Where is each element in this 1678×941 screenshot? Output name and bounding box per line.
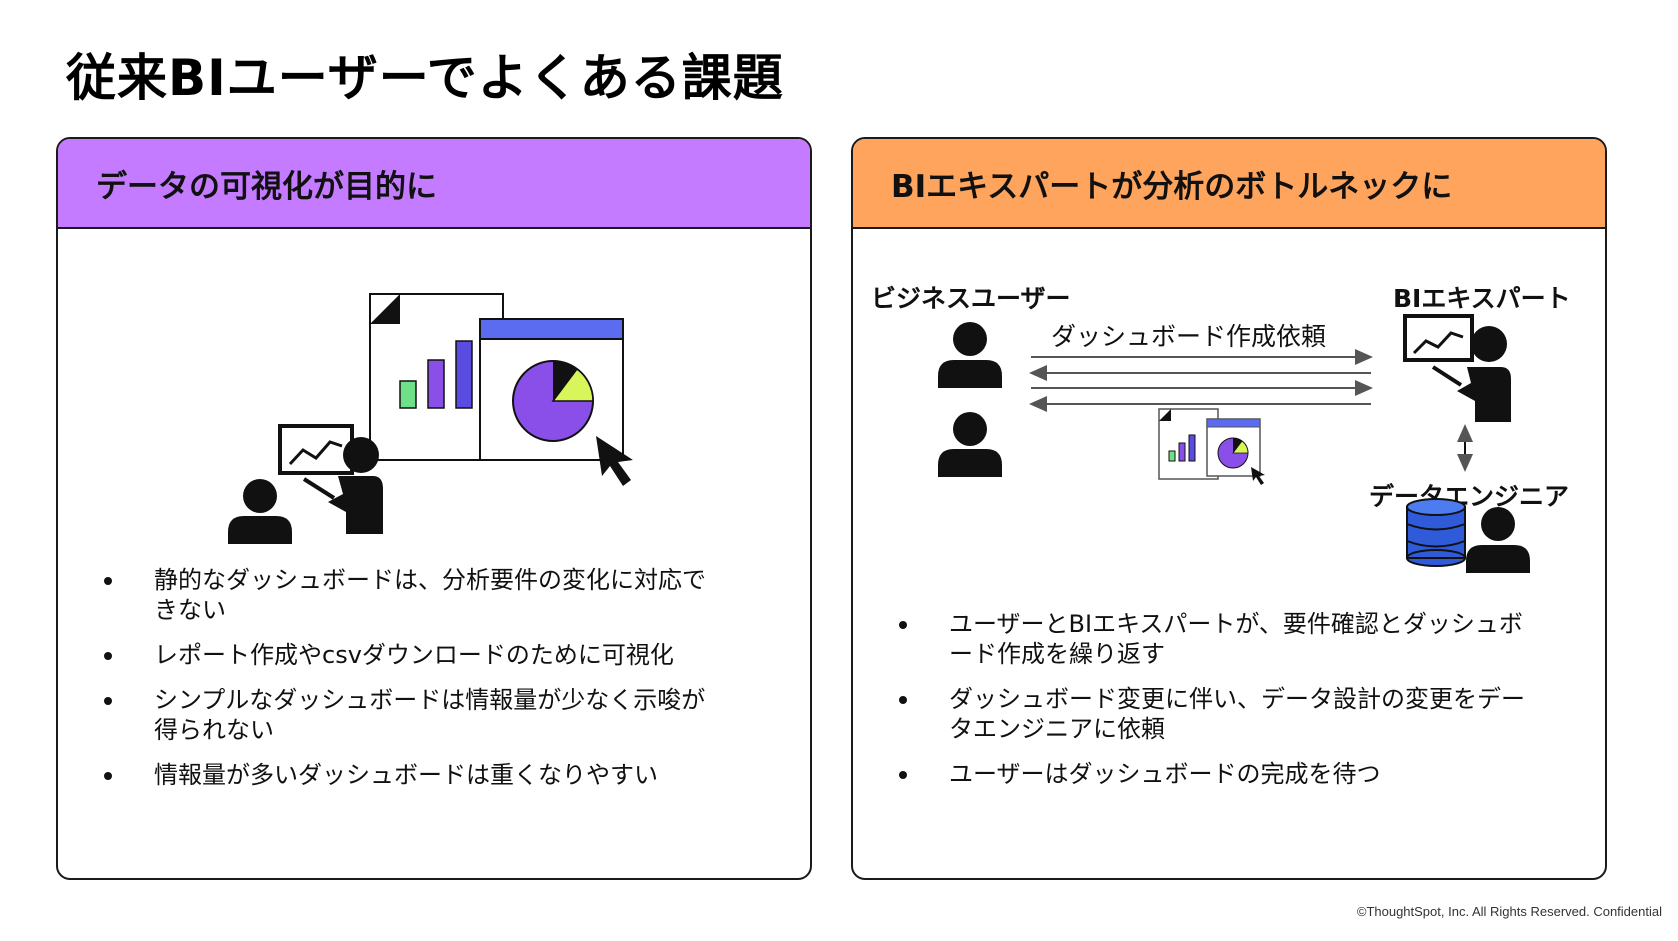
list-item: ダッシュボード変更に伴い、データ設計の変更をデータエンジニアに依頼 bbox=[897, 684, 1537, 744]
left-bullet-list: 静的なダッシュボードは、分析要件の変化に対応できない レポート作成やcsvダウン… bbox=[102, 565, 722, 805]
document-icon bbox=[369, 293, 504, 461]
right-panel-body: ビジネスユーザー ダッシュボード作成依頼 BIエキスパート データエンジニア bbox=[853, 229, 1605, 878]
presenter-icon bbox=[1403, 314, 1511, 422]
business-users-label: ビジネスユーザー bbox=[871, 284, 1071, 313]
cursor-icon bbox=[596, 436, 633, 486]
bi-expert-label: BIエキスパート bbox=[1393, 284, 1571, 313]
visualization-illustration bbox=[228, 293, 633, 544]
left-panel: データの可視化が目的に bbox=[56, 137, 812, 880]
left-panel-body: 静的なダッシュボードは、分析要件の変化に対応できない レポート作成やcsvダウン… bbox=[58, 229, 810, 878]
database-icon bbox=[1406, 498, 1466, 567]
dashboard-window-icon bbox=[479, 318, 633, 486]
cursor-icon bbox=[1251, 467, 1265, 485]
list-item: 静的なダッシュボードは、分析要件の変化に対応できない bbox=[102, 565, 722, 625]
right-panel-header: BIエキスパートが分析のボトルネックに bbox=[853, 139, 1605, 229]
right-panel: BIエキスパートが分析のボトルネックに ビジネスユーザー ダッシュボード作成依頼… bbox=[851, 137, 1607, 880]
workflow-diagram bbox=[938, 314, 1530, 573]
copyright-footer: ©ThoughtSpot, Inc. All Rights Reserved. … bbox=[1356, 904, 1662, 919]
list-item: レポート作成やcsvダウンロードのために可視化 bbox=[102, 640, 722, 670]
person-icon bbox=[228, 479, 292, 544]
dashboard-window-icon bbox=[1158, 408, 1265, 485]
pie-chart-icon bbox=[512, 360, 594, 442]
presenter-icon bbox=[278, 424, 383, 534]
list-item: シンプルなダッシュボードは情報量が少なく示唆が得られない bbox=[102, 685, 722, 745]
list-item: ユーザーはダッシュボードの完成を待つ bbox=[897, 759, 1537, 789]
right-bullet-list: ユーザーとBIエキスパートが、要件確認とダッシュボード作成を繰り返す ダッシュボ… bbox=[897, 609, 1537, 804]
person-icon bbox=[938, 322, 1002, 388]
data-engineer-label: データエンジニア bbox=[1369, 482, 1570, 511]
list-item: ユーザーとBIエキスパートが、要件確認とダッシュボード作成を繰り返す bbox=[897, 609, 1537, 669]
left-panel-header: データの可視化が目的に bbox=[58, 139, 810, 229]
request-label: ダッシュボード作成依頼 bbox=[1051, 322, 1327, 351]
person-icon bbox=[938, 412, 1002, 477]
page-title: 従来BIユーザーでよくある課題 bbox=[66, 49, 784, 107]
person-icon bbox=[1466, 507, 1530, 573]
list-item: 情報量が多いダッシュボードは重くなりやすい bbox=[102, 760, 722, 790]
